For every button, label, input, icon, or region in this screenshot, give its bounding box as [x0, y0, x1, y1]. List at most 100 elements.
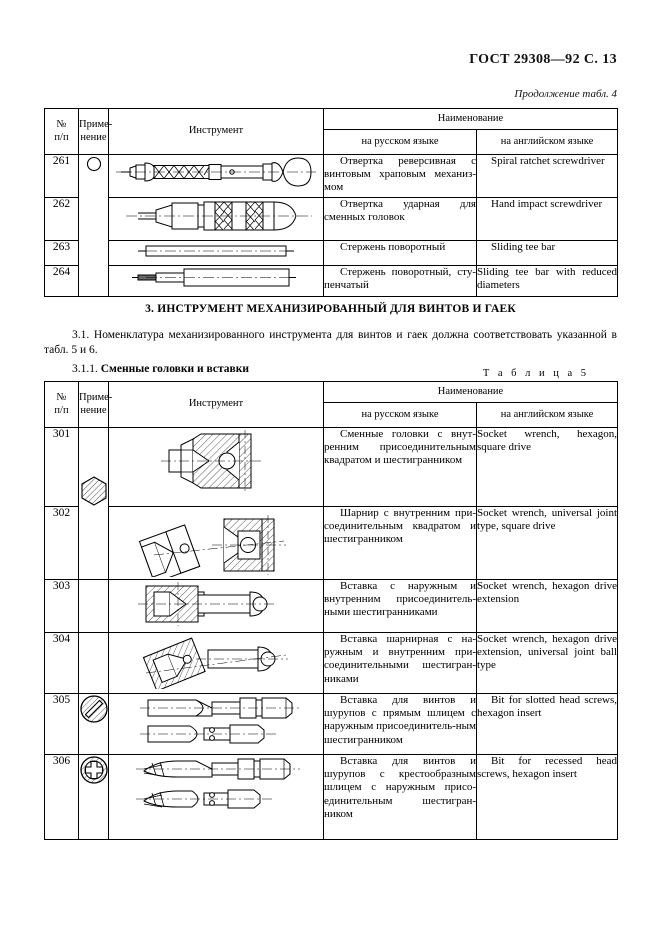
row-number: 303	[44, 579, 79, 633]
header-name-en-cell: на английском языке	[475, 402, 619, 428]
application-symbol-cell	[78, 154, 109, 297]
table-5: № п/п Приме- нение Инструмент Наименован…	[44, 381, 619, 840]
hand-impact-screwdriver-drawing	[126, 201, 312, 231]
slotted-bit-hexagon-insert-drawing	[140, 697, 300, 744]
row-number: 262	[44, 197, 79, 241]
table-row: 263 Стержень поворотный Sliding tee bar	[44, 240, 619, 266]
instrument-drawing-cell	[108, 506, 324, 580]
paragraph-3-1-1-title: Сменные головки и вставки	[100, 363, 249, 375]
hexagon-drive-extension-drawing	[138, 582, 276, 626]
table-row: 302	[44, 506, 619, 580]
row-number: 302	[44, 506, 79, 580]
circle-plain-symbol	[86, 156, 101, 172]
instrument-drawing-cell	[108, 579, 324, 633]
header-instrument-cell: Инструмент	[108, 381, 324, 428]
instrument-drawing-cell	[108, 427, 324, 507]
header-application-line1: Приме-	[79, 392, 113, 404]
header-name-en-cell: на английском языке	[475, 129, 619, 155]
header-number-line2: п/п	[54, 404, 69, 416]
name-en: Bit for slotted head screws, hexagon ins…	[475, 693, 619, 755]
instrument-drawing-cell	[108, 240, 324, 266]
paragraph-3-1-1-number: 3.1.1.	[72, 363, 101, 375]
name-ru: Сменные головки с внут-ренним присоедини…	[323, 427, 477, 507]
header-number-line1: №	[56, 392, 67, 404]
instrument-drawing-cell	[108, 197, 324, 241]
header-application-line1: Приме-	[79, 119, 113, 131]
socket-wrench-hexagon-square-drive-drawing	[161, 430, 261, 492]
header-application-cell: Приме- нение	[78, 381, 113, 428]
table-header-subrow: на русском языке на английском языке	[45, 402, 619, 428]
header-number-line2: п/п	[54, 131, 69, 143]
application-symbol-cell	[78, 579, 109, 633]
spiral-ratchet-screwdriver-drawing	[116, 157, 316, 187]
table-5-caption: Т а б л и ц а 5	[482, 368, 589, 379]
name-ru: Вставка с наружным и внутренним присоеди…	[323, 579, 477, 633]
instrument-drawing-cell	[108, 154, 324, 198]
header-name-ru-cell: на русском языке	[323, 129, 477, 155]
name-ru: Вставка для винтов и шурупов с крестообр…	[323, 754, 477, 840]
application-symbol-cell	[78, 693, 109, 755]
application-symbol-cell	[78, 427, 109, 580]
name-ru: Отвертка ударная для сменных головок	[323, 197, 477, 241]
header-application-cell: Приме- нение	[78, 108, 113, 155]
table-row: 303	[44, 579, 619, 633]
name-en: Bit for recessed head screws, hexagon in…	[475, 754, 619, 840]
sliding-tee-bar-drawing	[138, 245, 294, 257]
application-symbol-cell	[78, 754, 109, 840]
name-ru: Вставка для винтов и шурупов с прямым шл…	[323, 693, 477, 755]
header-application-line2: нение	[80, 404, 107, 416]
name-ru: Шарнир с внутренним при-соединительным к…	[323, 506, 477, 580]
slotted-screw-head-symbol	[80, 695, 108, 723]
name-en: Sliding tee bar with reduced diameters	[475, 265, 619, 297]
table-row: 304	[44, 632, 619, 694]
page-header: ГОСТ 29308—92 С. 13	[469, 52, 617, 67]
row-number: 261	[44, 154, 79, 198]
recessed-bit-hexagon-insert-drawing	[136, 758, 300, 809]
header-number-cell: № п/п	[44, 381, 79, 428]
stepped-tee-bar-drawing	[132, 268, 296, 287]
table-row: 305	[44, 693, 619, 755]
name-ru: Вставка шарнирная с на-ружным и внутренн…	[323, 632, 477, 694]
row-number: 264	[44, 265, 79, 297]
table-header-row: № п/п Приме- нение Инструмент Наименован…	[44, 108, 619, 155]
name-ru: Стержень поворотный	[323, 240, 477, 266]
hexagon-hatched-symbol	[80, 476, 107, 506]
header-name-ru-cell: на русском языке	[323, 402, 477, 428]
table-row: 301	[44, 427, 619, 580]
name-en: Spiral ratchet screwdriver	[475, 154, 619, 198]
table-4-continued: № п/п Приме- нение Инструмент Наименован…	[44, 108, 619, 297]
section-heading: 3. ИНСТРУМЕНТ МЕХАНИЗИРОВАННЫЙ ДЛЯ ВИНТО…	[145, 303, 516, 315]
name-en: Socket wrench, hexagon drive extension, …	[475, 632, 619, 694]
header-application-line2: нение	[80, 131, 107, 143]
cross-recess-screw-head-symbol	[80, 756, 108, 784]
table-row: 261	[44, 154, 619, 297]
row-number: 263	[44, 240, 79, 266]
universal-joint-square-drive-drawing	[138, 515, 286, 577]
table-header-row: № п/п Приме- нение Инструмент Наименован…	[44, 381, 619, 428]
instrument-drawing-cell	[108, 693, 324, 755]
universal-joint-ball-extension-drawing	[142, 637, 288, 689]
table-row: 306	[44, 754, 619, 840]
paragraph-3-1-1: 3.1.1. Сменные головки и вставки	[44, 362, 617, 377]
instrument-drawing-cell	[108, 754, 324, 840]
name-en: Hand impact screwdriver	[475, 197, 619, 241]
name-ru: Стержень поворотный, сту-пенчатый	[323, 265, 477, 297]
header-number-line1: №	[56, 119, 67, 131]
name-ru: Отвертка реверсивная с винтовым храповым…	[323, 154, 477, 198]
name-en: Socket wrench, hexagon drive extension	[475, 579, 619, 633]
name-en: Socket wrench, universal joint type, squ…	[475, 506, 619, 580]
name-en: Sliding tee bar	[475, 240, 619, 266]
instrument-drawing-cell	[108, 632, 324, 694]
continuation-note: Продолжение табл. 4	[514, 88, 617, 100]
header-number-cell: № п/п	[44, 108, 79, 155]
name-en: Socket wrench, hexagon, square drive	[475, 427, 619, 507]
table-row: 262	[44, 197, 619, 241]
header-name-cell: Наименование	[322, 108, 619, 130]
paragraph-3-1: 3.1. Номенклатура механизированного инст…	[44, 329, 617, 357]
row-number: 301	[44, 427, 79, 507]
row-number: 304	[44, 632, 79, 694]
instrument-drawing-cell	[108, 265, 324, 297]
table-row: 264 Стержень поворотный, сту-пенчатый Sl…	[44, 265, 619, 297]
header-name-cell: Наименование	[322, 381, 619, 403]
